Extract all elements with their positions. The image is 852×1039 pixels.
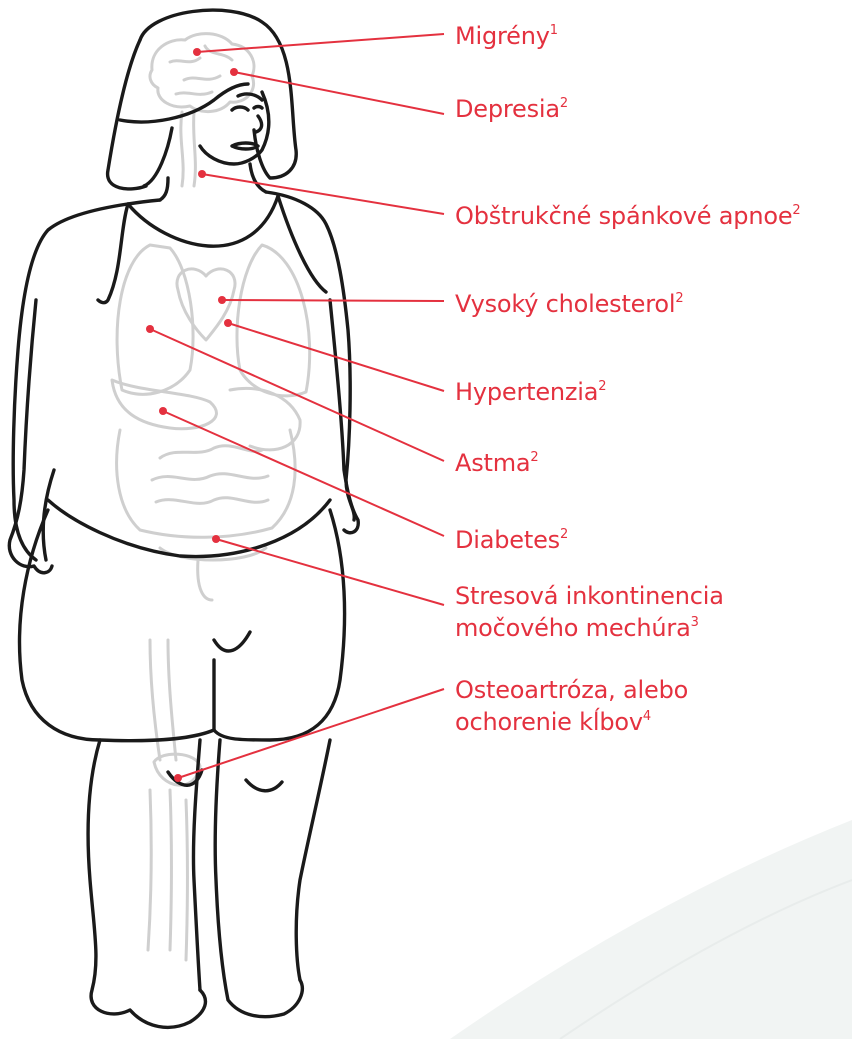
leader-line-inkontinencia — [216, 539, 444, 605]
callout-label-diabetes: Diabetes2 — [455, 524, 568, 556]
leader-line-depresia — [234, 72, 444, 114]
anchor-dot-cholesterol — [218, 296, 226, 304]
callout-label-astma: Astma2 — [455, 447, 539, 479]
callout-label-hypertenzia: Hypertenzia2 — [455, 376, 606, 408]
leader-line-hypertenzia — [228, 323, 444, 391]
anchor-dot-diabetes — [159, 407, 167, 415]
callout-label-spankove-apnoe: Obštrukčné spánkové apnoe2 — [455, 200, 800, 232]
leader-line-cholesterol — [222, 300, 444, 301]
leader-line-migrany — [197, 34, 444, 52]
callout-label-depresia: Depresia2 — [455, 93, 568, 125]
anchor-dot-migrany — [193, 48, 201, 56]
anchor-dot-depresia — [230, 68, 238, 76]
anchor-dot-osteoartroza — [174, 774, 182, 782]
leader-line-diabetes — [163, 411, 444, 536]
callout-label-migreny: Migrény1 — [455, 20, 558, 52]
callout-label-stresova-inkontinencia: Stresová inkontinencia močového mechúra3 — [455, 580, 724, 644]
anchor-dot-inkontinencia — [212, 535, 220, 543]
anchor-dot-hypertenzia — [224, 319, 232, 327]
leader-line-astma — [150, 329, 444, 461]
callout-label-osteoartroza: Osteoartróza, alebo ochorenie kĺbov4 — [455, 674, 688, 738]
callout-label-vysoky-cholesterol: Vysoký cholesterol2 — [455, 288, 683, 320]
anchor-dot-astma — [146, 325, 154, 333]
anchor-dot-apnoe — [198, 170, 206, 178]
leader-line-osteoartroza — [178, 689, 444, 778]
leader-line-apnoe — [202, 174, 444, 214]
